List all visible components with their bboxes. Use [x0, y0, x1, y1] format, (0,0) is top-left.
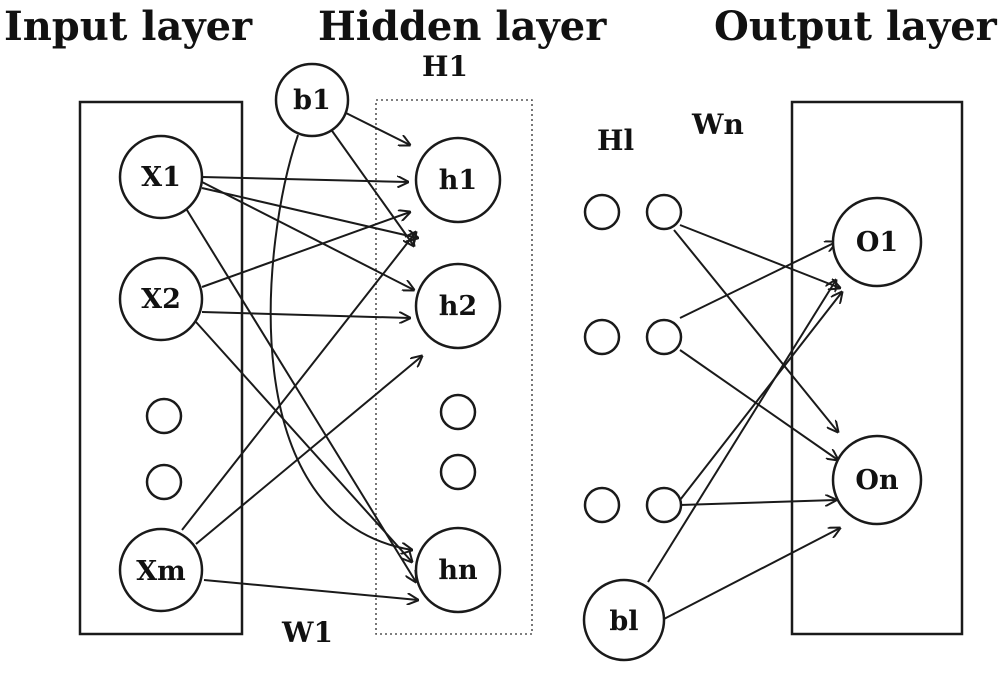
node-label-x1: X1: [141, 162, 181, 193]
edge-hr1-o1: [679, 224, 840, 288]
input-node-x1: X1: [118, 134, 204, 220]
input-layer-box: [78, 100, 244, 636]
edge-x1-h1: [201, 177, 408, 182]
hidden-group-label: Hl: [597, 124, 634, 157]
hidden-box-label: H1: [422, 50, 468, 83]
edge-bl-o1: [647, 280, 836, 583]
output-node-o1: O1: [831, 196, 923, 288]
input-node-x2: X2: [118, 256, 204, 342]
hidden-output-edges: [673, 224, 842, 505]
edge-x1-h2: [201, 181, 414, 290]
edge-xm-h2: [195, 356, 422, 545]
input-ellipsis-node: [145, 397, 183, 435]
input-ellipsis-node: [145, 463, 183, 501]
input-weights-label: W1: [281, 616, 333, 649]
node-label-o1: O1: [856, 227, 898, 258]
hidden-layer-heading: Hidden layer: [318, 3, 607, 50]
edge-hr3-o1: [679, 292, 842, 501]
input-hidden-edges: [181, 177, 422, 600]
hidden-node-h2: h2: [414, 262, 502, 350]
hidden-group-node: [645, 193, 683, 231]
hidden-group-node: [583, 193, 621, 231]
edge-x2-hn: [195, 321, 412, 562]
node-label-b1: b1: [293, 85, 331, 116]
node-label-hn: hn: [438, 555, 478, 586]
node-label-h2: h2: [439, 291, 477, 322]
output-layer-box: [790, 100, 964, 636]
hidden-group-node: [645, 318, 683, 356]
edge-xm-h1: [181, 232, 416, 531]
input-layer-heading: Input layer: [4, 3, 253, 50]
hidden-node-hn: hn: [414, 526, 502, 614]
bias-node-b1: b1: [274, 62, 350, 138]
hidden-group-nodes: [583, 193, 683, 524]
hidden-ellipsis-node: [439, 393, 477, 431]
edge-x2-h2: [201, 311, 410, 318]
edge-b1-h1: [339, 109, 410, 145]
bias-hidden-edges: [269, 109, 414, 550]
node-label-xm: Xm: [136, 556, 186, 587]
edge-x2-h1: [201, 212, 410, 288]
edge-bl-on: [661, 528, 840, 621]
bias-output-edges: [647, 280, 840, 621]
hidden-group-node: [583, 318, 621, 356]
hidden-ellipsis-node: [439, 453, 477, 491]
node-label-on: On: [855, 465, 899, 496]
edge-b1-h2: [329, 127, 414, 246]
edge-xm-hn: [203, 579, 418, 600]
edge-hr2-o1: [679, 242, 836, 319]
output-node-on: On: [831, 434, 923, 526]
output-layer-heading: Output layer: [714, 3, 998, 50]
edge-hr1-on: [673, 229, 838, 432]
hidden-group-node: [645, 486, 683, 524]
output-weights-label: Wn: [691, 108, 744, 141]
hidden-group-node: [583, 486, 621, 524]
node-label-x2: X2: [141, 284, 181, 315]
edge-b1-hn: [269, 134, 412, 550]
bias-node-bl: bl: [582, 578, 666, 662]
edge-x1-hn: [181, 201, 416, 582]
node-label-bl: bl: [609, 606, 638, 637]
edge-hr3-on: [679, 500, 836, 505]
node-label-h1: h1: [439, 165, 477, 196]
input-node-xm: Xm: [118, 527, 204, 613]
hidden-node-h1: h1: [414, 136, 502, 224]
edge-x1-hidden-mid: [201, 187, 418, 238]
